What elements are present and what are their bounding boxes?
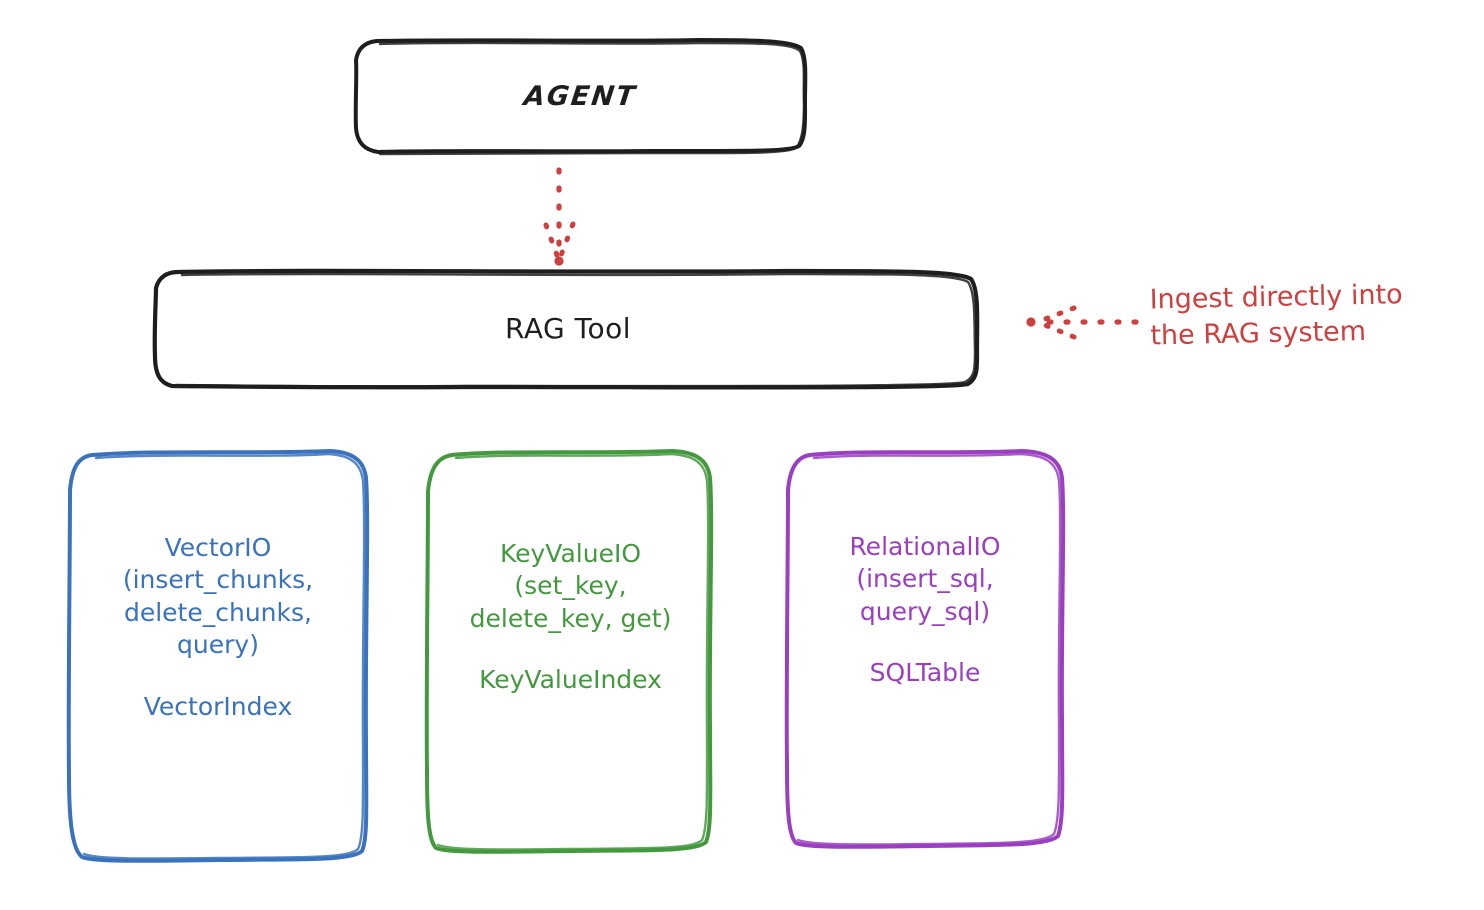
ingest-to-rag-arrow (1026, 305, 1139, 340)
relational-io-box-outline (784, 449, 1066, 849)
agent-to-rag-arrow (543, 167, 576, 266)
vector-io-index-label: VectorIndex (143, 691, 293, 721)
key-value-io-index-label: KeyValueIndex (479, 665, 662, 695)
rag-tool-node[interactable]: RAG Tool (155, 270, 981, 386)
relational-io-api-label: RelationalIO (insert_sql, query_sql) (849, 531, 1001, 626)
key-value-io-node[interactable]: KeyValueIO (set_key, delete_key, get) Ke… (428, 448, 713, 856)
vector-io-node[interactable]: VectorIO (insert_chunks, delete_chunks, … (68, 448, 368, 866)
agent-node[interactable]: AGENT (355, 40, 805, 153)
ingest-annotation-text: Ingest directly into the RAG system (1149, 279, 1403, 352)
vector-io-box-outline (66, 449, 370, 863)
agent-box-outline (353, 38, 808, 156)
rag-tool-label: RAG Tool (505, 311, 631, 345)
relational-io-node[interactable]: RelationalIO (insert_sql, query_sql) SQL… (786, 448, 1064, 850)
vector-io-api-label: VectorIO (insert_chunks, delete_chunks, … (122, 532, 314, 660)
relational-io-index-label: SQLTable (869, 658, 981, 688)
key-value-io-api-label: KeyValueIO (set_key, delete_key, get) (469, 538, 672, 633)
key-value-io-box-outline (424, 449, 714, 854)
agent-label: AGENT (521, 81, 639, 112)
rag-tool-box-outline (152, 268, 980, 390)
